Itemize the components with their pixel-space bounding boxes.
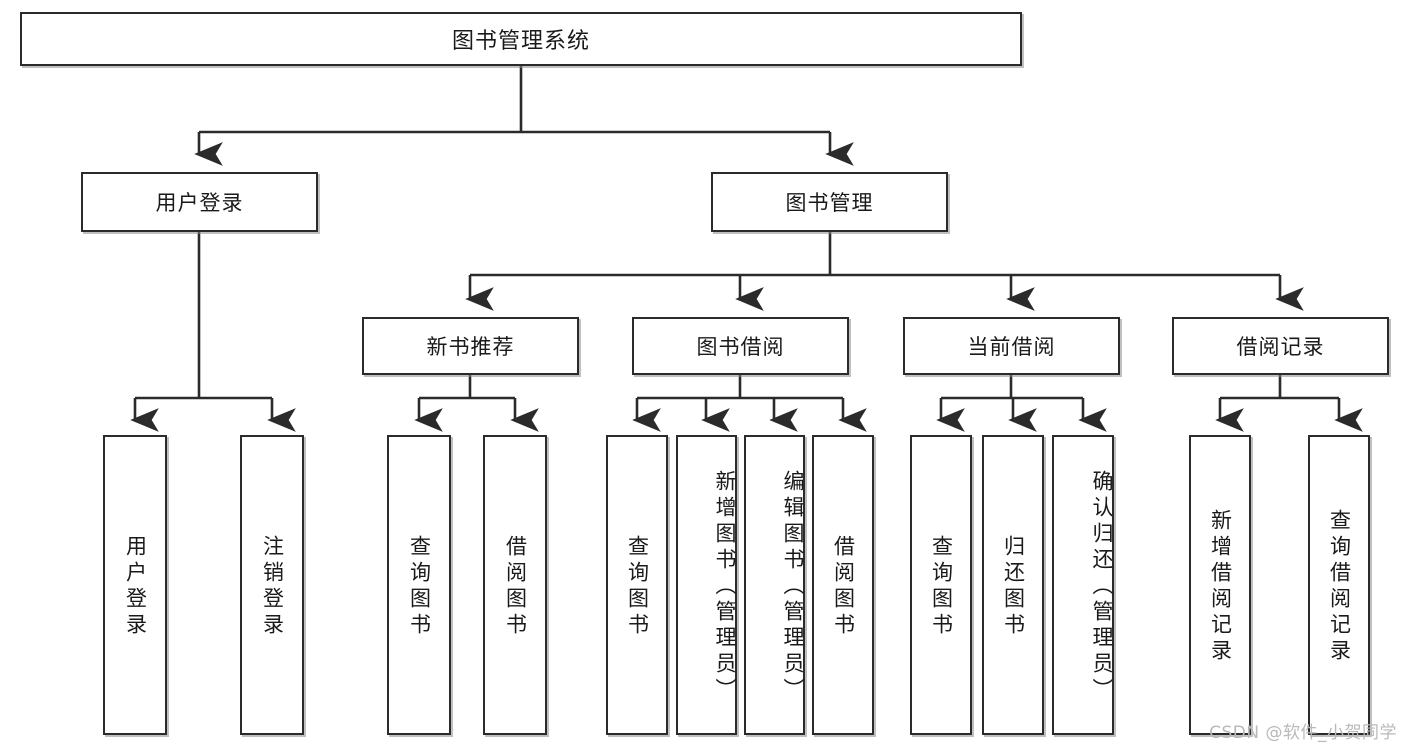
- node-new-book-recommend-label: 新书推荐: [426, 335, 515, 359]
- node-leaf-edit-book-label: 编辑图书（管理员）: [781, 470, 805, 704]
- node-leaf-user-login-label: 用户登录: [123, 535, 148, 639]
- node-leaf-query-book-1[interactable]: 查询图书: [387, 435, 451, 735]
- node-leaf-confirm-return-label: 确认归还（管理员）: [1090, 470, 1114, 704]
- node-book-borrow-label: 图书借阅: [696, 335, 785, 359]
- node-leaf-query-record[interactable]: 查询借阅记录: [1308, 435, 1370, 735]
- watermark: CSDN @软件_小贺同学: [1209, 723, 1397, 743]
- node-leaf-add-book-label: 新增图书（管理员）: [713, 470, 737, 704]
- node-leaf-return-book[interactable]: 归还图书: [982, 435, 1044, 735]
- node-leaf-query-book-2[interactable]: 查询图书: [606, 435, 668, 735]
- node-leaf-edit-book[interactable]: 编辑图书（管理员）: [744, 435, 805, 735]
- node-book-borrow[interactable]: 图书借阅: [632, 317, 849, 375]
- node-leaf-borrow-book-1-label: 借阅图书: [503, 535, 528, 639]
- node-current-borrow-label: 当前借阅: [967, 335, 1056, 359]
- node-leaf-query-book-2-label: 查询图书: [625, 535, 650, 639]
- node-leaf-query-book-3[interactable]: 查询图书: [910, 435, 972, 735]
- node-leaf-add-record[interactable]: 新增借阅记录: [1189, 435, 1251, 735]
- node-current-borrow[interactable]: 当前借阅: [903, 317, 1120, 375]
- node-user-login-label: 用户登录: [155, 191, 244, 215]
- node-user-login[interactable]: 用户登录: [81, 172, 318, 232]
- node-new-book-recommend[interactable]: 新书推荐: [362, 317, 579, 375]
- node-leaf-add-book[interactable]: 新增图书（管理员）: [676, 435, 737, 735]
- node-leaf-add-record-label: 新增借阅记录: [1208, 509, 1233, 665]
- node-leaf-user-login[interactable]: 用户登录: [103, 435, 167, 735]
- node-leaf-query-record-label: 查询借阅记录: [1327, 509, 1352, 665]
- node-leaf-return-book-label: 归还图书: [1001, 535, 1026, 639]
- node-leaf-borrow-book-1[interactable]: 借阅图书: [483, 435, 547, 735]
- node-root[interactable]: 图书管理系统: [20, 12, 1022, 66]
- node-leaf-query-book-3-label: 查询图书: [929, 535, 954, 639]
- node-leaf-query-book-1-label: 查询图书: [407, 535, 432, 639]
- node-leaf-logout[interactable]: 注销登录: [240, 435, 304, 735]
- node-borrow-record-label: 借阅记录: [1236, 335, 1325, 359]
- node-leaf-logout-label: 注销登录: [260, 535, 285, 639]
- node-leaf-borrow-book-2[interactable]: 借阅图书: [812, 435, 874, 735]
- node-leaf-borrow-book-2-label: 借阅图书: [831, 535, 856, 639]
- node-book-manage[interactable]: 图书管理: [711, 172, 948, 232]
- node-root-label: 图书管理系统: [451, 29, 590, 54]
- node-leaf-confirm-return[interactable]: 确认归还（管理员）: [1052, 435, 1114, 735]
- node-borrow-record[interactable]: 借阅记录: [1172, 317, 1389, 375]
- node-book-manage-label: 图书管理: [785, 191, 874, 215]
